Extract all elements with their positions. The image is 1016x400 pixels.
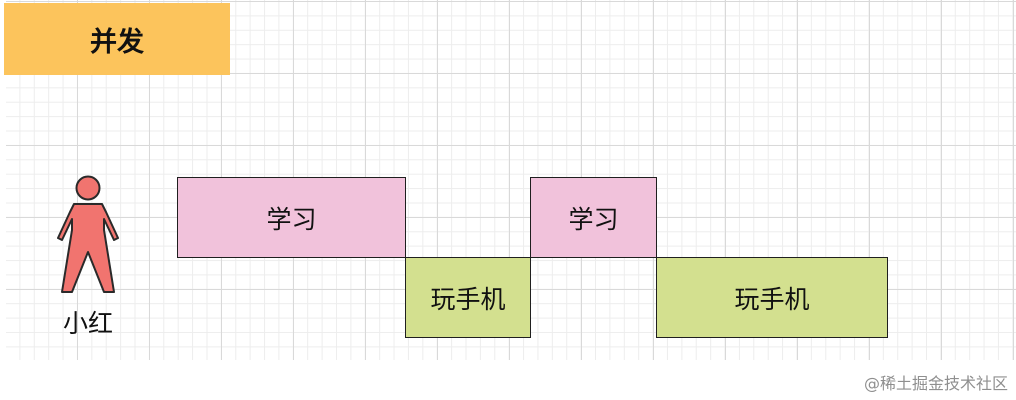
- task-phone-1: 玩手机: [405, 257, 531, 338]
- page-title: 并发: [4, 3, 230, 75]
- task-phone-2: 玩手机: [656, 257, 888, 338]
- task-study-2: 学习: [530, 177, 657, 258]
- person-name: 小红: [62, 309, 113, 338]
- task-label: 玩手机: [734, 284, 810, 314]
- task-label: 学习: [568, 204, 619, 234]
- watermark: @稀土掘金技术社区: [863, 374, 1008, 393]
- person-icon: [57, 175, 119, 293]
- task-study-1: 学习: [177, 177, 406, 258]
- task-label: 玩手机: [430, 284, 506, 314]
- task-label: 学习: [266, 204, 317, 234]
